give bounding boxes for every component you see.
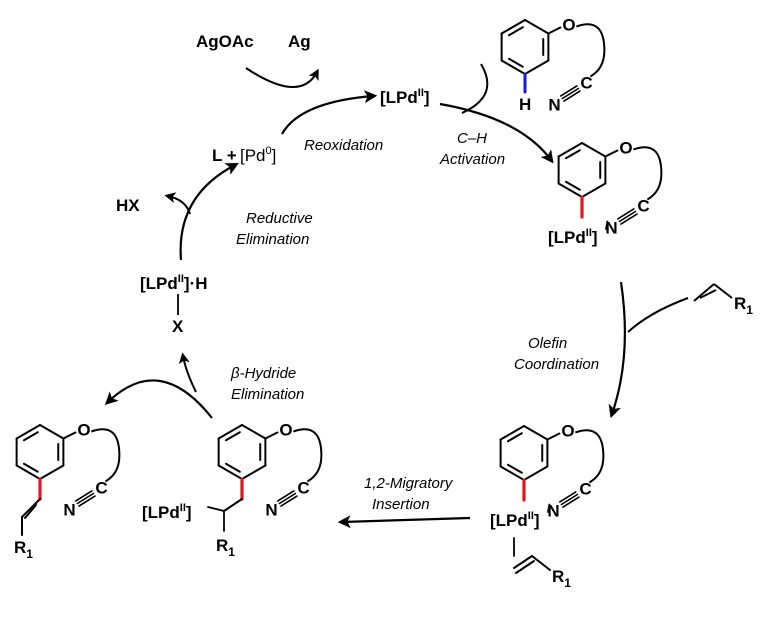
oxygen-atom: O [561, 422, 574, 441]
oxygen-atom: O [619, 139, 632, 158]
reductive-label-2: Elimination [236, 231, 309, 248]
reoxidation-arrow [281, 90, 378, 135]
alkyl-pd-intermediate: O C N [LPdII] R1 [142, 421, 323, 559]
nitrile-carbon: C [297, 479, 309, 498]
oxygen-atom: O [77, 421, 90, 440]
nitrile-carbon: C [580, 74, 592, 93]
hx-release-arrow [164, 192, 191, 215]
nitrile-carbon: C [95, 479, 107, 498]
arene-substrate: O C NH [500, 16, 606, 115]
hydrogen-atom: H [519, 95, 531, 114]
nitrile-nitrogen: N [605, 219, 617, 238]
ch-activation-label-1: C–H [457, 130, 487, 147]
nitrile-nitrogen: N [548, 96, 560, 115]
x-label: X [172, 317, 184, 336]
olefin-complex-r1: R1 [552, 567, 571, 590]
beta-hydride-arrow [104, 379, 213, 419]
svg-text:R1: R1 [734, 294, 753, 317]
ag-label: Ag [288, 32, 311, 51]
nitrile-carbon: C [579, 480, 591, 499]
ch-activation-label-2: Activation [439, 151, 505, 168]
lpd-top-label: [LPdII] [380, 87, 430, 107]
beta-hydride-branch-arrow [178, 352, 197, 393]
olefin-complex: O C N [LPdII] R1 [490, 422, 605, 590]
molecules-layer: OCNHOCN[LPdII]OCN[LPdII]R1OCN[LPdII]R1OC… [14, 16, 663, 590]
migratory-insertion-arrow [337, 515, 471, 529]
migratory-label-2: Insertion [372, 496, 430, 513]
alkyl-pd-label: [LPdII] [142, 502, 192, 522]
reductive-label-1: Reductive [246, 210, 313, 227]
alkyl-pd-r1: R1 [216, 536, 235, 559]
hx-label: HX [116, 196, 140, 215]
substrate-incoming-arrow [461, 63, 489, 114]
reoxidation-label: Reoxidation [304, 137, 383, 154]
migratory-label-1: 1,2-Migratory [364, 475, 454, 492]
nitrile-nitrogen: N [547, 502, 559, 521]
silver-reduction-arrow [245, 67, 319, 88]
olefin-label-1: Olefin [528, 335, 567, 352]
nitrile-nitrogen: N [63, 501, 75, 520]
palladacycle-pd-label: [LPdII] [548, 227, 598, 247]
beta-hydride-label-1: β-Hydride [230, 365, 296, 382]
beta-hydride-label-2: Elimination [231, 386, 304, 403]
ligand-plus-label: L + [212, 146, 237, 165]
olefin-incoming-arrow [627, 297, 689, 333]
pd0-label: [Pd0] [240, 145, 276, 165]
oxygen-atom: O [562, 16, 575, 35]
oxygen-atom: O [279, 421, 292, 440]
agoac-label: AgOAc [196, 32, 254, 51]
olefin-label-2: Coordination [514, 356, 599, 373]
olefinated-product: O C N R1 [14, 421, 121, 561]
palladacycle-intermediate: O C N [LPdII] [548, 139, 663, 247]
alkene-reagent: R1 [693, 283, 753, 317]
olefin-coordination-arrow [608, 281, 626, 419]
olefin-complex-pd-label: [LPdII] [490, 510, 540, 530]
nitrile-nitrogen: N [265, 501, 277, 520]
ch-activation-arrow [439, 102, 554, 164]
pd-hydride-label: [LPdII]·H [140, 273, 208, 293]
reductive-elimination-arrow [179, 162, 239, 261]
product-r1: R1 [14, 538, 33, 561]
nitrile-carbon: C [637, 197, 649, 216]
